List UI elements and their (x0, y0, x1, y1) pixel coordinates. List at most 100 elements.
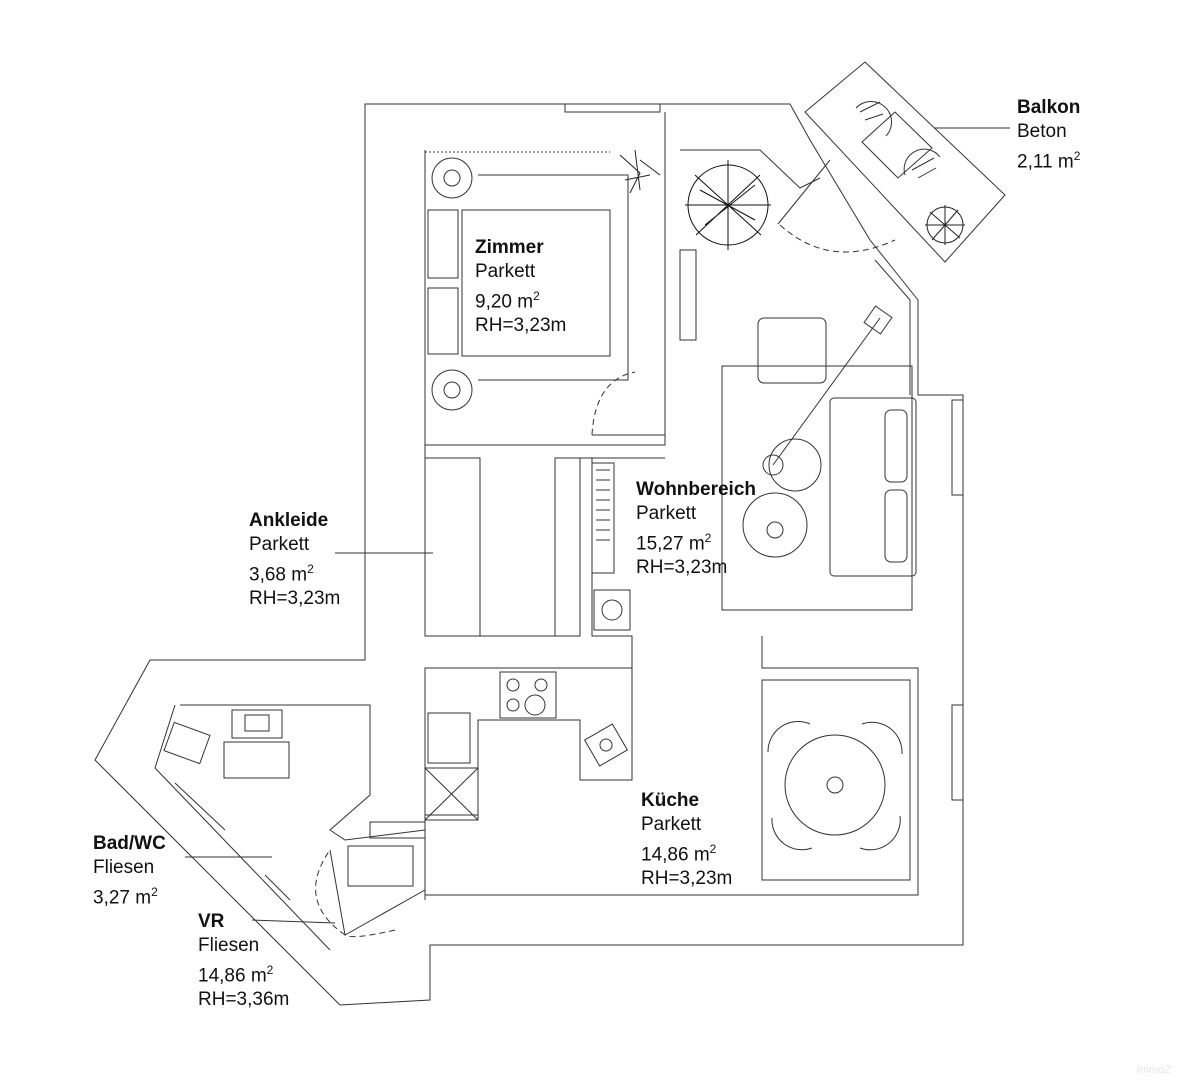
balcony-door-swing (779, 224, 896, 253)
bed (461, 209, 611, 357)
label-balkon: Balkon Beton 2,11 m2 (1017, 96, 1080, 174)
room-height: RH=3,23m (641, 868, 733, 890)
sink (583, 723, 629, 767)
wardrobe-ankleide (424, 457, 481, 637)
shoe-rack (369, 821, 426, 839)
sofa (829, 397, 917, 577)
dining-table-vase (826, 776, 844, 794)
washer (593, 589, 631, 631)
doormat (347, 845, 414, 887)
dining-table (784, 734, 886, 836)
room-height: RH=3,23m (249, 588, 341, 610)
nightstand-lamp-1 (443, 169, 461, 187)
floor-type: Fliesen (198, 935, 260, 956)
label-vr: VR Fliesen 14,86 m2 RH=3,36m (198, 910, 289, 1012)
window-bath-2 (264, 874, 291, 901)
bath-vanity (231, 709, 283, 739)
sofa-cushion-2 (884, 489, 908, 563)
bed-blanket (478, 174, 629, 381)
balcony-chair-2 (903, 148, 941, 179)
bath-basin (244, 714, 270, 732)
floor-lamp-base (762, 454, 784, 476)
room-name: VR (198, 911, 225, 932)
dining-rug (761, 679, 911, 881)
inner-wall-outline (424, 112, 911, 446)
tv-cabinet (679, 249, 697, 341)
floor-type: Beton (1017, 121, 1067, 142)
room-area: 9,20 m2 (475, 289, 540, 313)
sofa-cushion-1 (884, 409, 908, 483)
washer-drum (601, 599, 623, 621)
entry-door-swing (315, 849, 396, 938)
bath-door (329, 849, 346, 936)
label-zimmer: Zimmer Parkett 9,20 m2 RH=3,23m (475, 236, 566, 338)
fridge (424, 767, 479, 821)
vr-leader (251, 919, 336, 924)
room-area: 14,86 m2 (641, 842, 717, 866)
floor-lamp-head (863, 305, 893, 335)
window-kitchen (951, 704, 964, 801)
bath-wall (154, 704, 426, 951)
wardrobe-ankleide-2 (554, 457, 581, 637)
room-area: 15,27 m2 (636, 531, 712, 555)
nightstand-2 (431, 369, 473, 411)
room-height: RH=3,36m (198, 989, 290, 1011)
cooktop (499, 671, 557, 719)
room-area: 2,11 m2 (1017, 149, 1081, 173)
burner-4 (524, 694, 546, 716)
room-height: RH=3,23m (475, 315, 567, 337)
armchair (757, 317, 827, 384)
room-name: Balkon (1017, 97, 1081, 118)
plant-zimmer (619, 149, 661, 194)
shelf-books (591, 462, 615, 574)
room-height: RH=3,23m (636, 557, 728, 579)
bath-shower-tray (223, 741, 290, 779)
burner-1 (506, 678, 520, 692)
room-name: Ankleide (249, 510, 329, 531)
dining-chair-1 (767, 720, 811, 753)
floor-lamp-arm (772, 317, 881, 466)
room-name: Wohnbereich (636, 479, 756, 500)
sink-basin (599, 738, 613, 752)
inner-wall-right (425, 636, 919, 896)
balcony-table (861, 111, 933, 179)
dining-chair-3 (771, 817, 813, 851)
room-area: 3,68 m2 (249, 562, 314, 586)
living-rug (721, 365, 913, 611)
room-area: 14,86 m2 (198, 963, 274, 987)
label-wohnbereich: Wohnbereich Parkett 15,27 m2 RH=3,23m (636, 478, 756, 580)
room-area: 3,27 m2 (93, 885, 158, 909)
floor-type: Parkett (249, 534, 310, 555)
label-kueche: Küche Parkett 14,86 m2 RH=3,23m (641, 789, 732, 891)
coffee-table (742, 492, 808, 558)
room-name: Zimmer (475, 237, 544, 258)
zimmer-door-swing (591, 371, 636, 436)
coffee-table-vase (766, 521, 784, 539)
fridge-cross (424, 767, 479, 821)
plant-balcony (925, 205, 965, 245)
watermark: ImmoZ (1136, 1064, 1171, 1076)
floor-type: Fliesen (93, 857, 155, 878)
side-table (768, 438, 822, 492)
room-name: Bad/WC (93, 833, 166, 854)
room-name: Küche (641, 790, 700, 811)
floor-type: Parkett (475, 261, 536, 282)
label-badwc: Bad/WC Fliesen 3,27 m2 (93, 832, 166, 910)
bed-pillow-1 (427, 209, 459, 279)
plant-living (685, 160, 771, 250)
floor-type: Parkett (636, 503, 697, 524)
dining-chair-2 (861, 721, 903, 755)
oven (427, 712, 471, 764)
window-bath (174, 782, 226, 831)
bed-pillow-2 (427, 287, 459, 355)
burner-2 (534, 678, 548, 692)
label-ankleide: Ankleide Parkett 3,68 m2 RH=3,23m (249, 509, 340, 611)
window-living (951, 399, 964, 496)
nightstand-1 (431, 157, 473, 199)
dining-chair-4 (859, 815, 901, 851)
balcony-door (777, 159, 831, 225)
balcony-chair-1 (855, 101, 892, 137)
toilet (163, 721, 211, 765)
floor-type: Parkett (641, 814, 702, 835)
